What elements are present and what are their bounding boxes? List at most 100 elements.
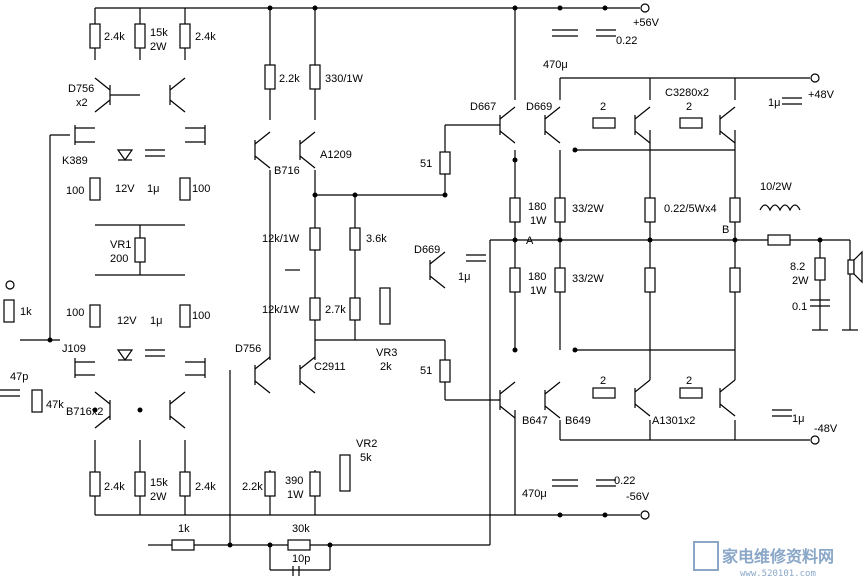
label-r-15k-bot: 15k — [150, 477, 168, 489]
label-r-2w-bot: 2W — [150, 491, 167, 503]
label-c-47p: 47p — [10, 371, 28, 383]
label-r-36k: 3.6k — [366, 233, 387, 245]
label-q-k389: K389 — [62, 155, 88, 167]
label-vr1-val: 200 — [110, 253, 128, 265]
label-r-22k-b: 2.2k — [242, 481, 263, 493]
label-r-33-a: 33/2W — [572, 203, 604, 215]
watermark-logo-icon — [693, 541, 719, 571]
label-q-d756-mid: D756 — [235, 343, 261, 355]
label-vr3-val: 2k — [380, 361, 392, 373]
label-r-022-5w: 0.22/5Wx4 — [664, 203, 717, 215]
label-q-j109: J109 — [62, 343, 86, 355]
fet-k389-right — [185, 125, 206, 145]
label-vr2-val: 5k — [360, 452, 372, 464]
label-vr1: VR1 — [110, 239, 131, 251]
transistor-b647 — [499, 381, 516, 419]
label-r-82-w: 2W — [792, 275, 809, 287]
zener-diodes — [116, 149, 134, 362]
label-r-2-a: 2 — [600, 101, 606, 113]
transistor-a1301-a — [634, 379, 651, 417]
label-q-d669: D669 — [526, 101, 552, 113]
resistors — [3, 23, 826, 551]
transistors — [74, 77, 736, 429]
label-node-b: B — [722, 224, 729, 236]
label-z-12v-b: 12V — [117, 315, 137, 327]
label-r-100-c: 100 — [66, 307, 84, 319]
label-r-12k-b: 12k/1W — [262, 304, 300, 316]
label-r-180-bot-w: 1W — [530, 285, 547, 297]
label-q-b716x2: B716x2 — [66, 406, 103, 418]
label-q-c2911: C2911 — [314, 361, 346, 373]
junction-dots — [47, 5, 823, 548]
label-l-10-2w: 10/2W — [760, 181, 792, 193]
transistor-d669 — [544, 106, 561, 144]
transistor-c3280-b — [719, 106, 736, 144]
label-c-1u-48: 1μ — [768, 97, 780, 109]
label-r-180-bot: 180 — [528, 271, 546, 283]
transistor-c3280-a — [634, 106, 651, 144]
label-c-470u-bot: 470μ — [522, 488, 547, 500]
label-q-c3280: C3280x2 — [665, 87, 709, 99]
label-r-100-b: 100 — [192, 183, 210, 195]
label-r-330: 330/1W — [325, 73, 364, 85]
label-vr3: VR3 — [376, 347, 397, 359]
transistor-d756-top-left — [94, 77, 140, 113]
label-r-51-bot: 51 — [420, 365, 432, 377]
watermark-text: 家电维修资料网 — [722, 547, 834, 566]
label-r-27k: 2.7k — [325, 304, 346, 316]
fet-k389-left — [74, 125, 95, 145]
labels: 2.4k 15k 2W 2.4k D756 x2 K389 100 12V 1μ… — [10, 17, 838, 565]
label-r-82: 8.2 — [790, 261, 805, 273]
label-r-30k: 30k — [292, 523, 310, 535]
rail-label-pos48: +48V — [808, 89, 835, 101]
transistor-d756-mid — [254, 356, 271, 394]
rail-label-pos56: +56V — [633, 17, 660, 29]
watermark: 家电维修资料网 www.520101.com — [693, 541, 834, 579]
label-r-2-b: 2 — [686, 101, 692, 113]
label-c-1u-bias: 1μ — [458, 271, 470, 283]
capacitors — [0, 29, 830, 576]
transistor-a1209 — [299, 131, 316, 169]
rail-label-neg48: -48V — [814, 423, 838, 435]
label-r-24k-a: 2.4k — [104, 31, 125, 43]
label-q-d667: D667 — [470, 101, 496, 113]
label-c-1u-a: 1μ — [147, 183, 159, 195]
label-r-100-d: 100 — [192, 310, 210, 322]
label-q-a1209: A1209 — [320, 149, 352, 161]
label-c-022-top: 0.22 — [616, 35, 637, 47]
label-c-022-bot: 0.22 — [614, 475, 635, 487]
label-r-2-c: 2 — [600, 375, 606, 387]
label-q-b716: B716 — [274, 165, 300, 177]
transistor-d669-bias — [429, 251, 446, 289]
label-c-1u-n48: 1μ — [792, 413, 804, 425]
label-c-470u-top: 470μ — [543, 59, 568, 71]
transistor-b649 — [544, 381, 561, 419]
speaker-icon — [847, 250, 863, 284]
label-r-1k-in: 1k — [20, 306, 32, 318]
transistor-b716x2-left — [94, 391, 111, 429]
label-r-390: 390 — [285, 475, 303, 487]
label-r-2w-top: 2W — [150, 41, 167, 53]
fet-j109-right — [185, 358, 206, 378]
output-inductor — [759, 204, 801, 212]
terminals — [5, 3, 820, 520]
label-q-d669-bias: D669 — [414, 244, 440, 256]
fet-j109-left — [74, 358, 95, 378]
label-c-10p: 10p — [292, 553, 310, 565]
label-r-51-top: 51 — [420, 158, 432, 170]
label-q-b649: B649 — [565, 415, 591, 427]
label-q-b647: B647 — [522, 415, 548, 427]
transistor-b716x2-right — [169, 391, 186, 429]
label-r-390-w: 1W — [287, 489, 304, 501]
label-node-a: A — [526, 235, 534, 247]
label-r-24k-d: 2.4k — [195, 481, 216, 493]
transistor-d756-top-right — [169, 77, 186, 113]
label-r-12k-a: 12k/1W — [262, 233, 300, 245]
label-r-1k-fb: 1k — [178, 523, 190, 535]
label-q-d756-top: D756 — [68, 83, 94, 95]
label-r-180-top-w: 1W — [530, 215, 547, 227]
label-q-x2-top: x2 — [76, 97, 88, 109]
transistor-c2911 — [299, 356, 316, 394]
ground-symbols — [148, 269, 858, 546]
